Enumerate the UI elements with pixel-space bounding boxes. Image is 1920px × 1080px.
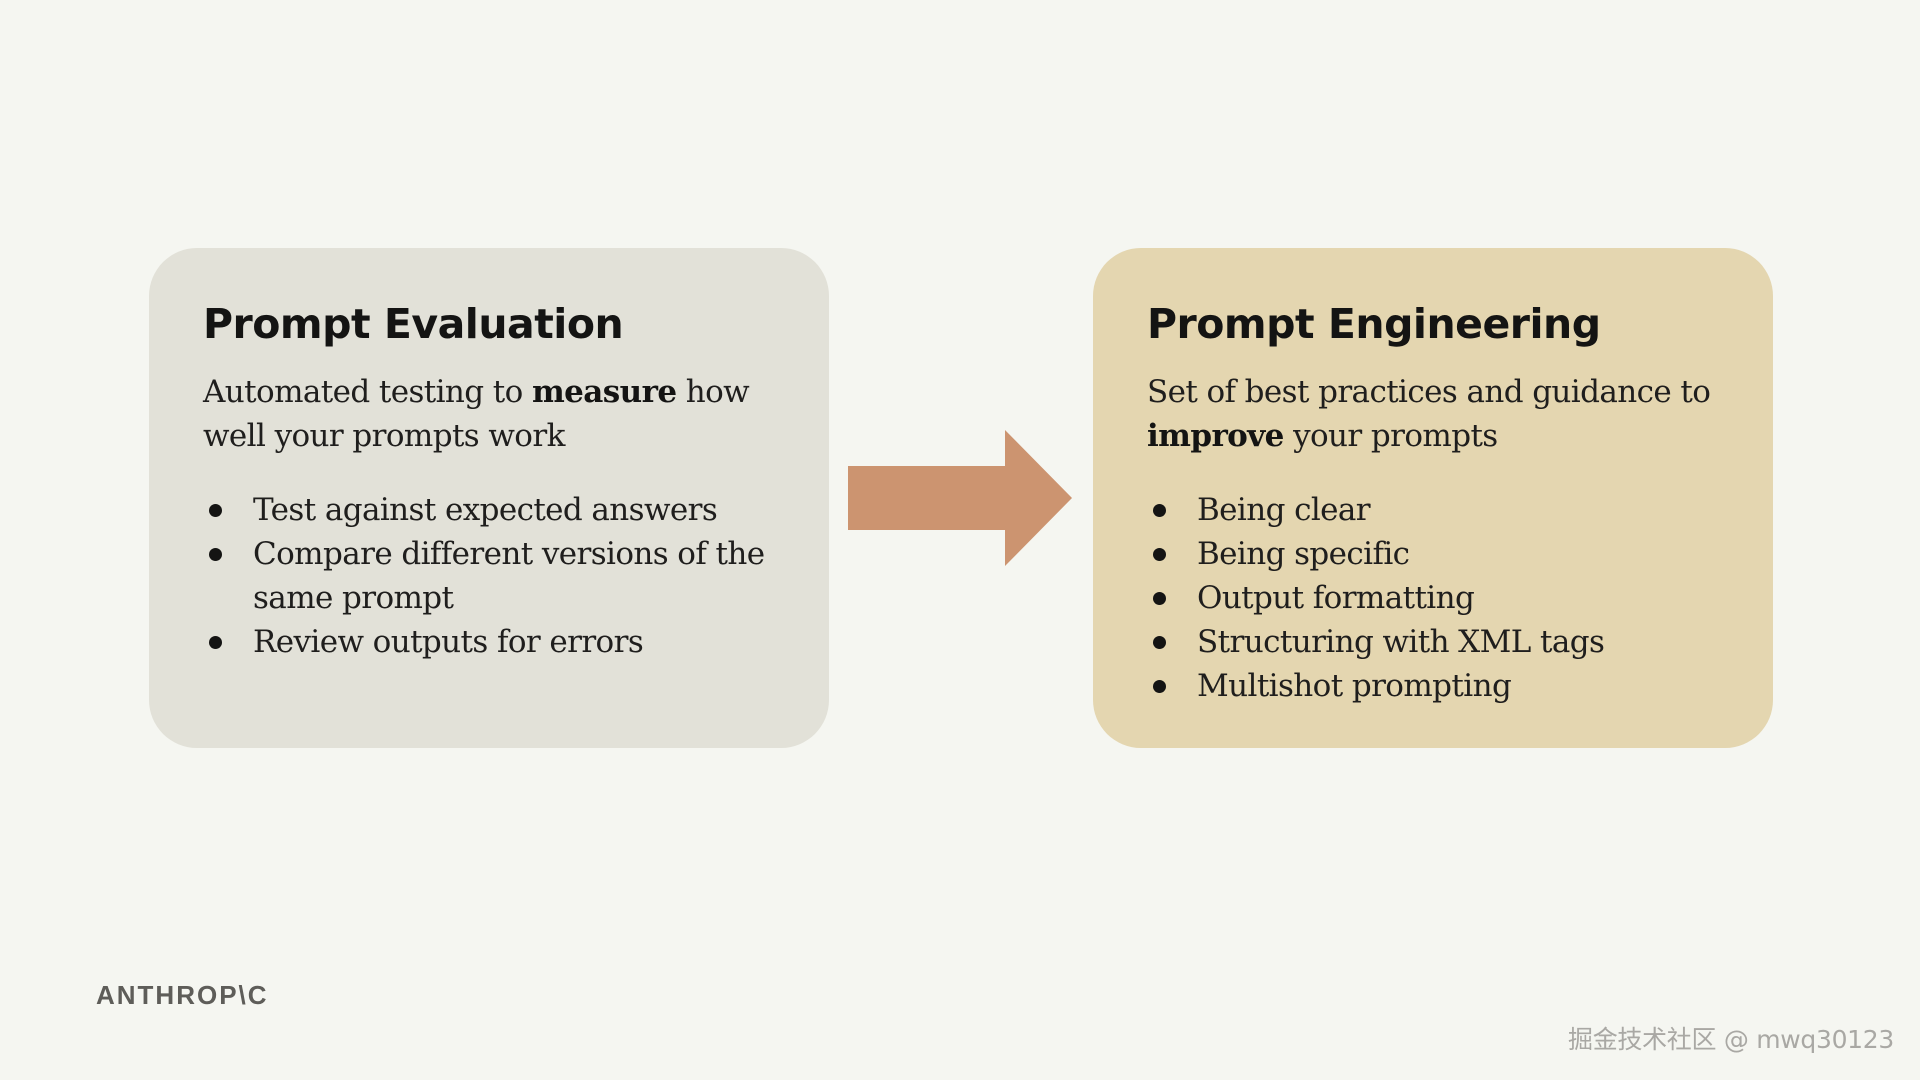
description-text: your prompts [1283, 418, 1498, 454]
bullet-item: Review outputs for errors [203, 620, 775, 664]
prompt-evaluation-card: Prompt Evaluation Automated testing to m… [149, 248, 829, 748]
bullet-list: Test against expected answers Compare di… [203, 488, 775, 664]
watermark: 掘金技术社区 @ mwq30123 [1568, 1025, 1894, 1054]
bullet-text: Output formatting [1197, 580, 1475, 616]
anthropic-logo: ANTHROP\C [96, 980, 269, 1010]
bullet-item: Compare different versions of the same p… [203, 532, 775, 620]
bullet-item: Test against expected answers [203, 488, 775, 532]
bullet-text: Being clear [1197, 492, 1371, 528]
bullet-dot-icon [1153, 636, 1166, 649]
description-text: how well your prompts work [203, 374, 750, 454]
bullet-dot-icon [1153, 680, 1166, 693]
description-text: Set of best practices and guidance to [1147, 374, 1711, 410]
arrow-shape [848, 430, 1072, 566]
bullet-item: Multishot prompting [1147, 664, 1719, 708]
bullet-text: Multishot prompting [1197, 668, 1512, 704]
prompt-engineering-card: Prompt Engineering Set of best practices… [1093, 248, 1773, 748]
bullet-text: Compare different versions of the same p… [253, 536, 765, 616]
bullet-dot-icon [1153, 548, 1166, 561]
right-arrow-icon [848, 430, 1072, 566]
bullet-list: Being clear Being specific Output format… [1147, 488, 1719, 708]
bullet-item: Being clear [1147, 488, 1719, 532]
bullet-dot-icon [209, 504, 222, 517]
bullet-item: Being specific [1147, 532, 1719, 576]
description-emphasis: improve [1147, 418, 1284, 454]
bullet-text: Review outputs for errors [253, 624, 644, 660]
bullet-item: Structuring with XML tags [1147, 620, 1719, 664]
bullet-text: Structuring with XML tags [1197, 624, 1605, 660]
card-description: Set of best practices and guidance to im… [1147, 370, 1719, 458]
bullet-dot-icon [1153, 504, 1166, 517]
card-title: Prompt Evaluation [203, 300, 624, 348]
description-text: Automated testing to [203, 374, 532, 410]
bullet-text: Being specific [1197, 536, 1410, 572]
bullet-text: Test against expected answers [253, 492, 718, 528]
description-emphasis: measure [531, 374, 677, 410]
bullet-item: Output formatting [1147, 576, 1719, 620]
card-title: Prompt Engineering [1147, 300, 1601, 348]
bullet-dot-icon [209, 636, 222, 649]
bullet-dot-icon [1153, 592, 1166, 605]
bullet-dot-icon [209, 548, 222, 561]
card-description: Automated testing to measure how well yo… [203, 370, 775, 458]
